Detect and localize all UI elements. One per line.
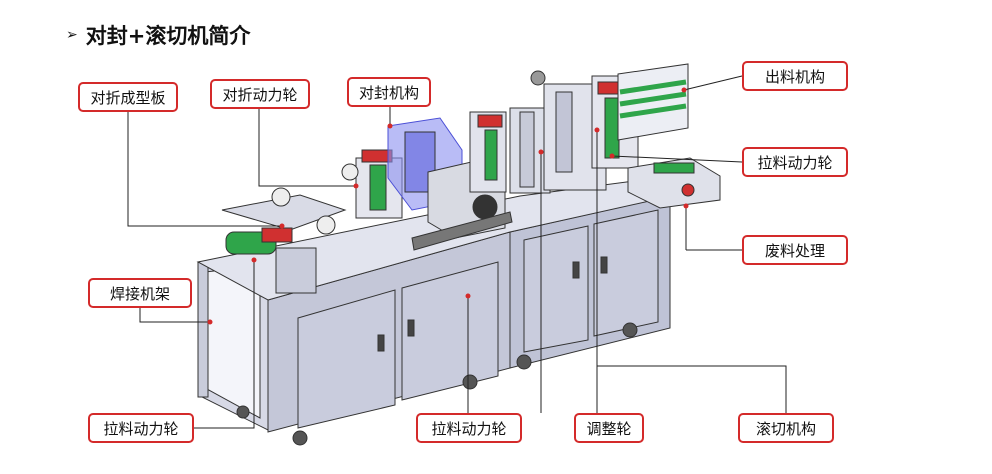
machine-illustration (196, 63, 721, 446)
label-welded-frame: 焊接机架 (88, 278, 192, 308)
leader-lines (127, 75, 787, 429)
label-roll-cut-mechanism: 滚切机构 (738, 413, 834, 443)
callout-dots (207, 87, 689, 325)
label-output-mechanism: 出料机构 (742, 61, 848, 91)
label-waste-processing: 废料处理 (742, 235, 848, 265)
label-sealing-mechanism: 对封机构 (347, 77, 431, 107)
arrow-bullet-icon: ➢ (66, 27, 78, 43)
label-pull-power-wheel-left: 拉料动力轮 (88, 413, 194, 443)
label-fold-forming-plate: 对折成型板 (78, 82, 178, 112)
label-fold-power-wheel: 对折动力轮 (210, 79, 310, 109)
label-pull-power-wheel-right: 拉料动力轮 (742, 147, 848, 177)
title-text: 对封+滚切机简介 (85, 24, 251, 48)
label-pull-power-wheel-middle: 拉料动力轮 (416, 413, 522, 443)
page-title: ➢ 对封+滚切机简介 (66, 20, 250, 50)
label-adjust-wheel: 调整轮 (574, 413, 644, 443)
